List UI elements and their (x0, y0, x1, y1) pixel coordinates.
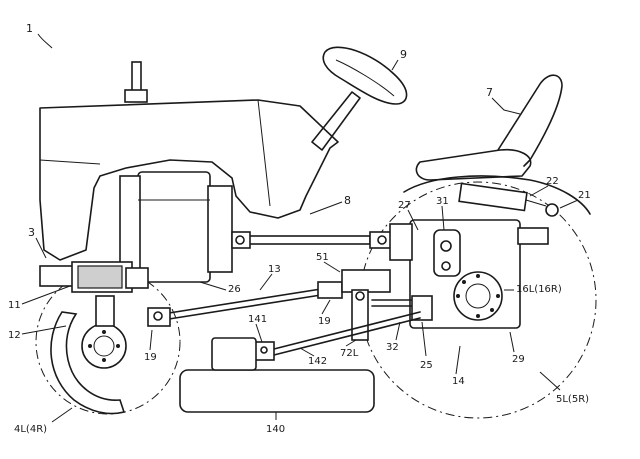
mower-shaft-142 (269, 311, 421, 351)
rear-wheel-outline (359, 181, 597, 419)
rear-hub (453, 271, 503, 321)
label-1: 1 (26, 22, 33, 35)
rear-fender (403, 175, 591, 215)
mower-gearbox (211, 337, 257, 371)
label-16: 16L(16R) (516, 284, 562, 295)
label-32: 32 (386, 342, 399, 353)
hood (39, 99, 339, 261)
cylinder-pivot (545, 203, 559, 217)
label-12: 12 (8, 330, 21, 341)
steering-wheel (322, 46, 408, 105)
label-25: 25 (420, 360, 433, 371)
label-26: 26 (228, 284, 241, 295)
label-51: 51 (316, 252, 329, 263)
label-22: 22 (546, 176, 559, 187)
label-19-mid: 19 (318, 316, 331, 327)
label-14: 14 (452, 376, 465, 387)
label-4: 4L(4R) (14, 424, 47, 435)
label-142: 142 (308, 356, 327, 367)
label-21: 21 (578, 190, 591, 201)
label-7: 7 (486, 86, 493, 99)
front-wheel-outline (35, 269, 181, 415)
label-11: 11 (8, 300, 21, 311)
label-141: 141 (248, 314, 267, 325)
label-29: 29 (512, 354, 525, 365)
mower-deck (179, 369, 375, 413)
label-13: 13 (268, 264, 281, 275)
label-72l: 72L (340, 348, 359, 359)
seat-cushion (415, 148, 532, 181)
exhaust-stack (131, 61, 142, 93)
label-19-front: 19 (144, 352, 157, 363)
label-9: 9 (400, 48, 407, 61)
front-axle-housing (39, 265, 75, 287)
main-shaft (247, 235, 371, 245)
label-140: 140 (266, 424, 285, 435)
label-27: 27 (398, 200, 411, 211)
label-31: 31 (436, 196, 449, 207)
seat-back (497, 74, 563, 167)
engine-block (137, 171, 211, 283)
label-3: 3 (28, 226, 35, 239)
link-rod-13 (149, 285, 341, 317)
front-tire (50, 311, 126, 415)
label-5: 5L(5R) (556, 394, 589, 405)
label-8: 8 (344, 194, 351, 207)
steering-column (311, 91, 361, 151)
hydraulic-cylinder (458, 182, 528, 212)
